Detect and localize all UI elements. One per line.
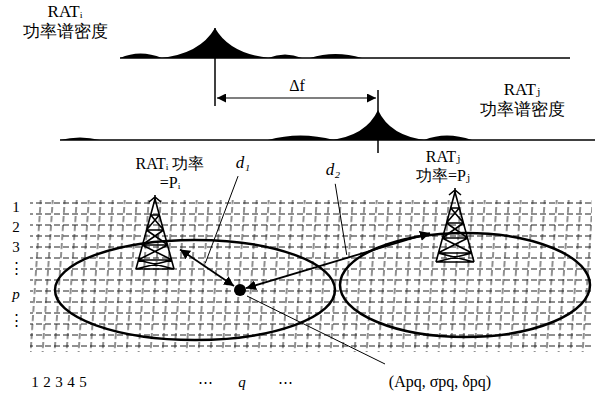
column-index: q: [238, 373, 246, 391]
column-index: ⋯: [278, 373, 293, 391]
distance-label: d₂: [324, 160, 342, 180]
center-frequency-line: [214, 28, 216, 106]
center-frequency-line: [377, 90, 379, 153]
label-leader: [205, 176, 238, 263]
column-index: ⋯: [198, 373, 213, 391]
row-index: ⋮: [9, 259, 24, 277]
base-station-tower: RATᵢ 功率=Pᵢ: [130, 195, 180, 270]
leader-line: [247, 296, 385, 364]
spectrum-label: RATᵢ 功率谱密度: [15, 2, 115, 43]
distance-label: d₁: [234, 153, 252, 173]
column-index: 5: [79, 373, 87, 391]
column-index: 1: [31, 373, 39, 391]
station-label: RATⱼ 功率=Pⱼ: [408, 147, 478, 185]
tower-lattice: [436, 188, 474, 262]
row-index: 2: [12, 218, 20, 236]
row-index: 1: [12, 198, 20, 216]
point-parameters: (Apq, σpq, δpq): [387, 373, 493, 391]
spectrum-label: Δf: [289, 76, 305, 95]
spectrum-j: [60, 90, 595, 153]
spectrum-i: [120, 28, 570, 106]
distance-arrow: [180, 249, 234, 286]
column-index: 4: [67, 373, 75, 391]
spectrum-label: RATⱼ 功率谱密度: [472, 80, 572, 121]
grid-point: (Apq, σpq, δpq): [234, 284, 246, 296]
column-index: 2: [43, 373, 51, 391]
distance-arrow: [246, 233, 430, 288]
grid-columns: [30, 200, 592, 352]
tower-lattice: [136, 195, 174, 269]
frequency-offset-arrow: [217, 97, 376, 98]
coverage-ellipse: [55, 240, 335, 340]
column-index: 3: [55, 373, 63, 391]
tower-symbol: [130, 195, 180, 270]
label-leader: [335, 184, 346, 255]
grid-rows: [30, 200, 592, 352]
row-index: ⋮: [9, 311, 24, 329]
station-label: RATᵢ 功率=Pᵢ: [135, 154, 205, 192]
tower-symbol: [430, 188, 480, 263]
row-index: 3: [12, 238, 20, 256]
base-station-tower: RATⱼ 功率=Pⱼ: [430, 188, 480, 263]
row-index: p: [12, 285, 20, 303]
